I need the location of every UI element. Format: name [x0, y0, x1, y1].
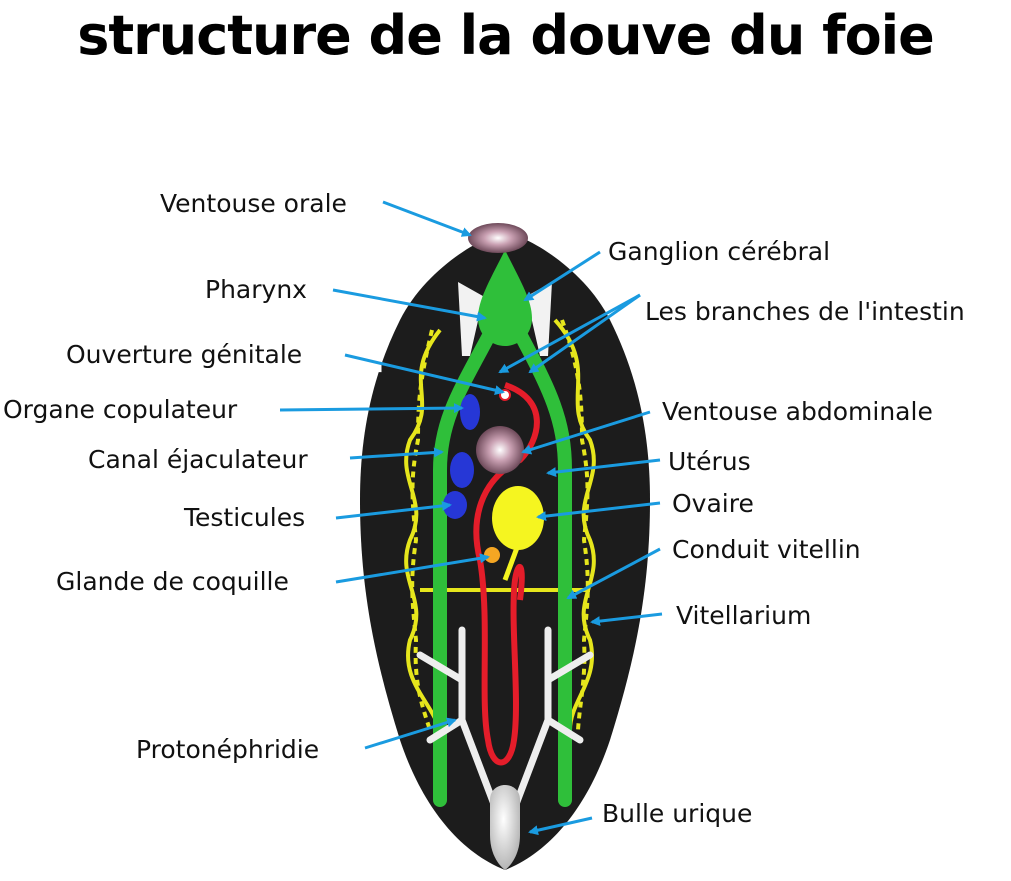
protonephridia [416, 626, 594, 824]
label-arrows [279, 200, 663, 836]
excretory-bladder [490, 785, 520, 870]
pharynx [478, 250, 532, 346]
label-conduit: Conduit vitellin [672, 535, 861, 564]
label-ventouse-abd: Ventouse abdominale [662, 397, 933, 426]
label-vitellarium: Vitellarium [676, 601, 811, 630]
label-ganglion: Ganglion cérébral [608, 237, 830, 266]
page-title: structure de la douve du foie [77, 4, 935, 67]
label-canal: Canal éjaculateur [88, 445, 308, 474]
label-protonephridie: Protonéphridie [136, 735, 319, 764]
label-testicules: Testicules [183, 503, 305, 532]
label-ovaire: Ovaire [672, 489, 754, 518]
ovary [492, 486, 544, 550]
label-ventouse-orale: Ventouse orale [160, 189, 347, 218]
label-branches: Les branches de l'intestin [645, 297, 965, 326]
label-bulle: Bulle urique [602, 799, 752, 828]
ventral-sucker [476, 426, 524, 474]
label-glande: Glande de coquille [56, 567, 289, 596]
vitellarium-left [404, 328, 442, 731]
shell-gland [484, 547, 500, 563]
label-organe: Organe copulateur [3, 395, 238, 424]
vitellarium-right [553, 318, 596, 731]
ovary-duct [502, 544, 521, 581]
label-ouverture: Ouverture génitale [66, 340, 302, 369]
oral-sucker [468, 223, 528, 253]
label-uterus: Utérus [668, 447, 751, 476]
label-pharynx: Pharynx [205, 275, 307, 304]
testes [443, 394, 480, 519]
